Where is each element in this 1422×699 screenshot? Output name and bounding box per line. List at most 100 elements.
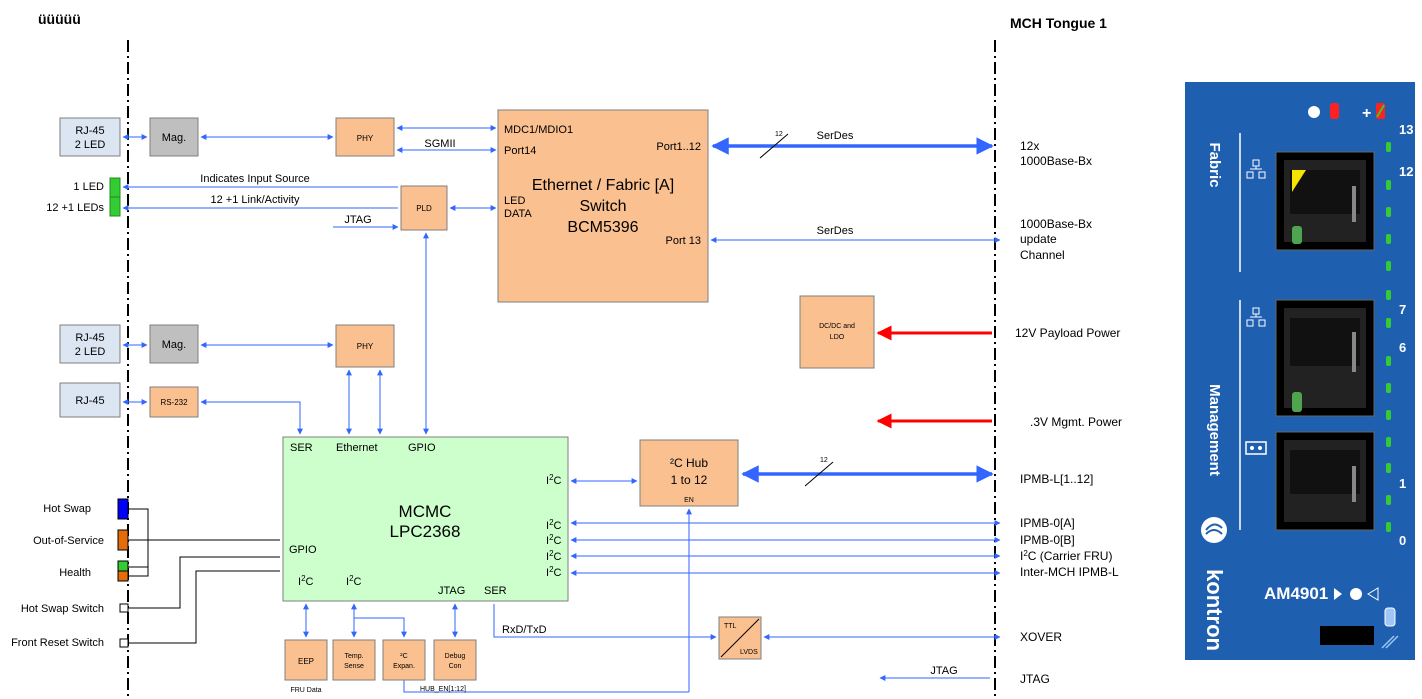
- out-of-service-label: Out-of-Service: [33, 535, 104, 547]
- port-number-6: 6: [1399, 340, 1406, 355]
- mag-mid-label: Mag.: [162, 339, 186, 351]
- rj45-top-block: [59, 117, 121, 157]
- port-number-7: 7: [1399, 302, 1406, 317]
- mcmc-ser-bottom: SER: [484, 585, 507, 597]
- switch-data-label: DATA: [504, 208, 532, 220]
- update-label-3: Channel: [1020, 248, 1065, 262]
- health-label: Health: [59, 567, 91, 579]
- right-header: MCH Tongue 1: [1010, 15, 1107, 31]
- phy-mid-label: PHY: [357, 342, 374, 351]
- phy-top-block: [335, 117, 395, 157]
- switch-title-line3: BCM5396: [567, 219, 638, 236]
- hot-swap-label: Hot Swap: [43, 503, 91, 515]
- fabric-label-1: 12x: [1020, 139, 1039, 153]
- ttl-label: TTL: [724, 623, 737, 630]
- mag-top-label: Mag.: [162, 132, 186, 144]
- pld-block: [400, 185, 448, 231]
- port-led: [1386, 290, 1391, 300]
- front-reset-box: [119, 638, 129, 648]
- mag-top-block: [149, 117, 199, 157]
- port-led: [1386, 437, 1391, 447]
- switch-title-line2: Switch: [579, 198, 626, 215]
- expan-line2: Expan.: [393, 663, 415, 670]
- fabric-rj45-jack: [1275, 151, 1375, 251]
- mag-mid-block: [149, 324, 199, 364]
- network-icon: [1246, 159, 1266, 179]
- network-icon: [1246, 307, 1266, 327]
- temp-line1: Temp.: [344, 653, 363, 660]
- xover-label: XOVER: [1020, 630, 1062, 644]
- mcmc-ethernet: Ethernet: [336, 442, 378, 454]
- expan-line1: ²C: [400, 653, 407, 660]
- front-reset-label: Front Reset Switch: [11, 637, 104, 649]
- port-led: [1386, 522, 1391, 532]
- update-label-1: 1000Base-Bx: [1020, 217, 1092, 231]
- mcmc-block: [282, 436, 569, 602]
- status-led-diagonal: [1376, 104, 1385, 118]
- management-rj45-jack-2: [1275, 431, 1375, 531]
- sgmii-label: SGMII: [424, 138, 455, 150]
- debug-line1: Debug: [445, 653, 466, 660]
- update-label-2: update: [1020, 232, 1057, 246]
- ipmb-bus-slash: [804, 461, 834, 487]
- pld-jtag-label: JTAG: [344, 214, 371, 226]
- mcmc-title-line1: MCMC: [399, 502, 452, 521]
- ttl-lvds-diagonal: [720, 618, 760, 658]
- rj45-bottom-block: [59, 382, 121, 418]
- mcmc-jtag: JTAG: [438, 585, 465, 597]
- fabric-bus-slash: [759, 133, 789, 159]
- mcmc-title-line2: LPC2368: [390, 522, 461, 541]
- ipmb0a-label: IPMB-0[A]: [1020, 516, 1075, 530]
- expan-link: [354, 617, 407, 638]
- health-led-green: [117, 560, 129, 572]
- port-number-13: 13: [1399, 122, 1413, 137]
- jack-led-yellow: [1292, 170, 1306, 192]
- out-of-service-led: [117, 529, 129, 551]
- indicates-input-label: Indicates Input Source: [200, 173, 309, 185]
- rs232-block: [149, 386, 199, 418]
- jack-pins: [1352, 332, 1356, 372]
- brand-label: kontron: [1202, 569, 1227, 651]
- ethernet-switch-block: [497, 109, 709, 303]
- debug-block: [433, 639, 477, 681]
- management-panel-label: Management: [1206, 384, 1223, 476]
- mcmc-i2c-hub: I2C: [546, 473, 562, 487]
- port-led-column: [1386, 142, 1391, 532]
- mgmt-power-label: .3V Mgmt. Power: [1030, 415, 1122, 429]
- port-led: [1386, 142, 1391, 152]
- switch-port1-12-label: Port1..12: [656, 141, 701, 153]
- led1-label: 1 LED: [73, 181, 104, 193]
- mcmc-ser-top: SER: [290, 442, 313, 454]
- jack-led-green: [1292, 392, 1302, 412]
- management-rj45-jack-1: [1275, 299, 1375, 417]
- ipmb-bus-width: 12: [820, 457, 828, 464]
- hotswap-icon: [1308, 106, 1320, 118]
- port-led: [1386, 495, 1391, 505]
- switch-port14-label: Port14: [504, 145, 536, 157]
- debug-line2: Con: [449, 663, 462, 670]
- i2c-hub-line2: 1 to 12: [671, 473, 708, 487]
- led-bracket-1: [128, 508, 149, 577]
- ipmb-l-label: IPMB-L[1..12]: [1020, 472, 1093, 486]
- port-led: [1386, 383, 1391, 393]
- dcdc-line1: DC/DC and: [819, 323, 855, 330]
- port-led: [1386, 463, 1391, 473]
- dcdc-block: [799, 295, 875, 369]
- eep-label: EEP: [298, 657, 314, 666]
- rj45-mid-line1: RJ-45: [75, 332, 104, 344]
- rs232-ser-link: [200, 399, 303, 435]
- rxd-txd-label: RxD/TxD: [502, 624, 547, 636]
- mcmc-gpio-left: GPIO: [289, 544, 317, 556]
- led12-label: 12 +1 LEDs: [46, 202, 104, 214]
- i2c-hub-en: EN: [684, 497, 694, 504]
- hot-swap-switch-box: [119, 603, 129, 613]
- port-led: [1386, 261, 1391, 271]
- eep-block: [284, 639, 328, 681]
- triangle-left-icon: [1367, 587, 1379, 601]
- fabric-serdes-label: SerDes: [817, 130, 854, 142]
- lvds-label: LVDS: [740, 649, 758, 656]
- fabric-label-2: 1000Base-Bx: [1020, 154, 1092, 168]
- port-led: [1386, 356, 1391, 366]
- payload-power-label: 12V Payload Power: [1015, 326, 1120, 340]
